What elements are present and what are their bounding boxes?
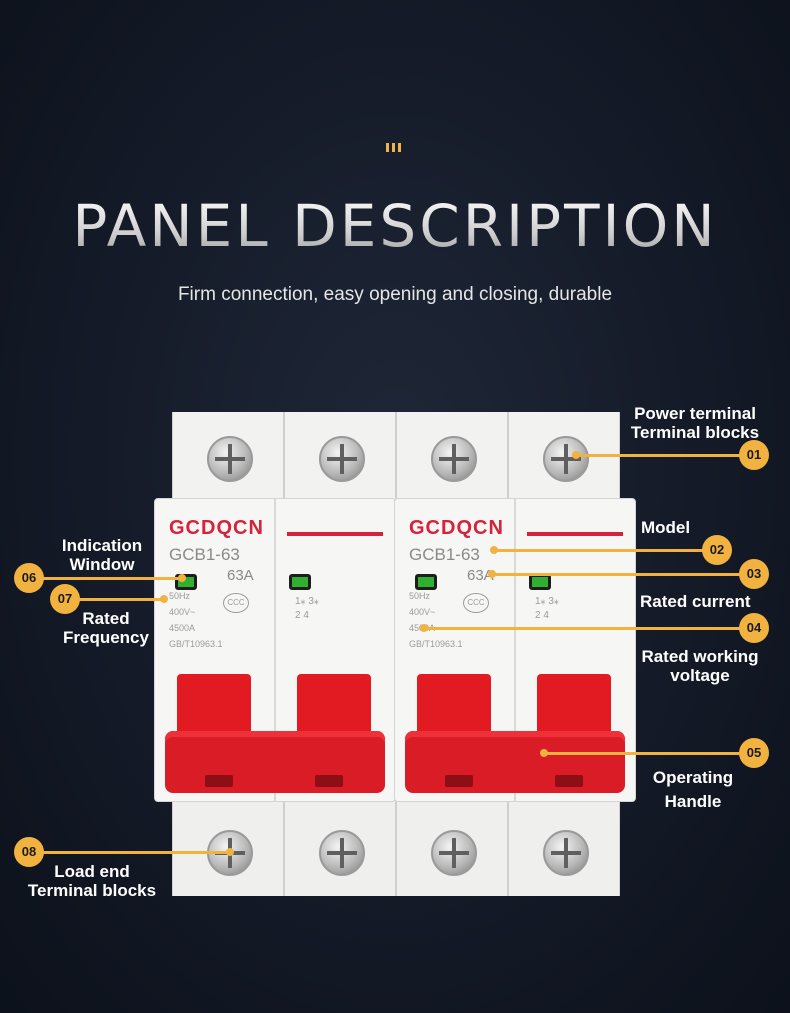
breaker-module-left: GCDQCN GCB1-63 63A 50Hz 400V~ 4500A GB/T… <box>154 498 396 802</box>
brand-label: GCDQCN <box>169 517 264 539</box>
spec-voltage: 400V~ <box>409 607 436 617</box>
ccc-mark: CCC <box>223 593 249 613</box>
callout-05-badge: 05 <box>739 738 769 768</box>
breaker-module-right: GCDQCN GCB1-63 63A 50Hz 400V~ 4500A GB/T… <box>394 498 636 802</box>
callout-05-label: Operating Handle <box>630 766 756 814</box>
ccc-mark: CCC <box>463 593 489 613</box>
spec-capacity: 4500A <box>169 623 196 633</box>
callout-07-dot <box>160 595 168 603</box>
operating-handle <box>405 731 625 793</box>
callout-01-label: Power terminal Terminal blocks <box>610 404 780 442</box>
spec-standard: GB/T10963.1 <box>169 639 223 649</box>
bottom-terminal-block <box>172 800 284 896</box>
model-label: GCB1-63 <box>409 545 480 564</box>
spec-voltage: 400V~ <box>169 607 196 617</box>
top-terminal-block <box>284 412 396 504</box>
callout-08-line <box>42 851 230 854</box>
callout-07-line <box>78 598 164 601</box>
circuit-diagram: 1⁎ 3⁎ 2 4 <box>295 595 319 623</box>
callout-05-line2: Handle <box>664 792 722 811</box>
indication-window <box>415 574 437 590</box>
screw-icon <box>207 436 253 482</box>
page-subtitle: Firm connection, easy opening and closin… <box>177 284 613 305</box>
callout-04-line <box>424 627 740 630</box>
callout-02-line <box>494 549 704 552</box>
callout-07-line1: Rated <box>82 609 130 628</box>
callout-04-line2: voltage <box>670 666 730 685</box>
bottom-terminal-block <box>508 800 620 896</box>
pole-divider <box>514 499 516 801</box>
pole-divider <box>274 499 276 801</box>
circuit-bottom: 2 4 <box>295 610 309 621</box>
circuit-diagram: 1⁎ 3⁎ 2 4 <box>535 595 559 623</box>
callout-07-line2: Frequency <box>63 628 149 647</box>
spec-frequency: 50Hz <box>169 591 191 601</box>
operating-handle <box>165 731 385 793</box>
callout-02-label: Model <box>641 518 691 537</box>
top-terminal-block <box>508 412 620 504</box>
callout-04-badge: 04 <box>739 613 769 643</box>
circuit-top: 1⁎ 3⁎ <box>535 596 559 607</box>
callout-05-line <box>544 752 740 755</box>
callout-06-line2: Window <box>69 555 135 574</box>
rating-label: 63A <box>467 567 494 584</box>
circuit-bottom: 2 4 <box>535 610 549 621</box>
callout-03-label: Rated current <box>640 592 751 611</box>
page-title: PANEL DESCRIPTION <box>0 192 790 260</box>
indication-window <box>529 574 551 590</box>
callout-03-line <box>492 573 740 576</box>
callout-01-line2: Terminal blocks <box>630 423 760 442</box>
callout-04-label: Rated working voltage <box>630 647 770 685</box>
spec-standard: GB/T10963.1 <box>409 639 463 649</box>
screw-icon <box>543 830 589 876</box>
brand-stripe <box>287 532 383 536</box>
screw-icon <box>319 436 365 482</box>
top-terminal-block <box>172 412 284 504</box>
screw-icon <box>431 830 477 876</box>
top-terminal-block <box>396 412 508 504</box>
screw-icon <box>319 830 365 876</box>
screw-icon <box>543 436 589 482</box>
brand-stripe <box>527 532 623 536</box>
brand-label: GCDQCN <box>409 517 504 539</box>
bottom-terminal-block <box>396 800 508 896</box>
callout-07-label: Rated Frequency <box>52 609 160 647</box>
callout-06-badge: 06 <box>14 563 44 593</box>
indication-window <box>289 574 311 590</box>
callout-03-badge: 03 <box>739 559 769 589</box>
callout-08-line1: Load end <box>54 862 130 881</box>
callout-01-line1: Power terminal <box>634 404 756 423</box>
callout-02-badge: 02 <box>702 535 732 565</box>
callout-08-dot <box>226 848 234 856</box>
callout-01-badge: 01 <box>739 440 769 470</box>
decorative-bars <box>386 143 401 152</box>
callout-08-badge: 08 <box>14 837 44 867</box>
callout-06-line <box>42 577 182 580</box>
callout-06-dot <box>178 574 186 582</box>
callout-01-line <box>576 454 742 457</box>
callout-06-line1: Indication <box>61 536 143 555</box>
circuit-top: 1⁎ 3⁎ <box>295 596 319 607</box>
spec-frequency: 50Hz <box>409 591 431 601</box>
bottom-terminal-block <box>284 800 396 896</box>
callout-06-label: Indication Window <box>40 536 164 574</box>
callout-04-line1: Rated working <box>641 647 759 666</box>
callout-08-label: Load end Terminal blocks <box>18 862 166 900</box>
screw-icon <box>431 436 477 482</box>
callout-08-line2: Terminal blocks <box>27 881 157 900</box>
rating-label: 63A <box>227 567 254 584</box>
callout-05-line1: Operating <box>652 768 734 787</box>
model-label: GCB1-63 <box>169 545 240 564</box>
callout-07-badge: 07 <box>50 584 80 614</box>
